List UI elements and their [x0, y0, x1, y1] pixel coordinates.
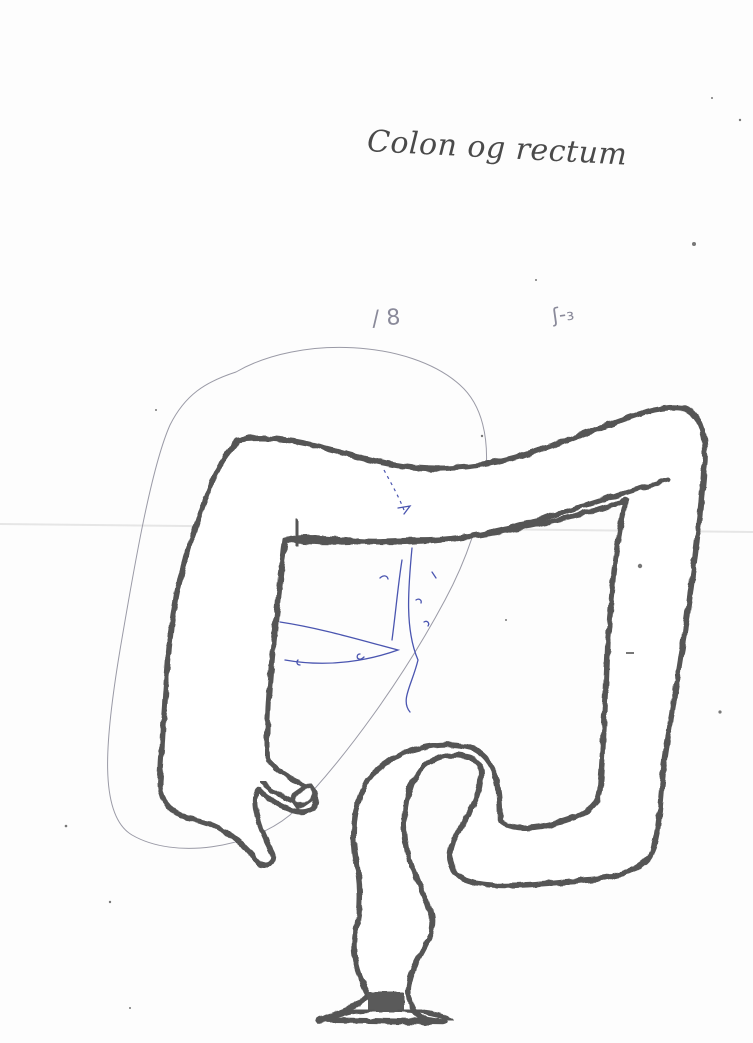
vessel-branch-left	[280, 622, 398, 663]
handwritten-note-right: ʃ-₃	[550, 301, 575, 328]
vessel-main	[406, 548, 418, 712]
handwritten-note-left: / 8	[371, 305, 401, 332]
vessel-branch-upper	[392, 560, 402, 640]
hepatic-flexure-tick	[296, 520, 298, 545]
colon-body	[160, 407, 705, 1022]
